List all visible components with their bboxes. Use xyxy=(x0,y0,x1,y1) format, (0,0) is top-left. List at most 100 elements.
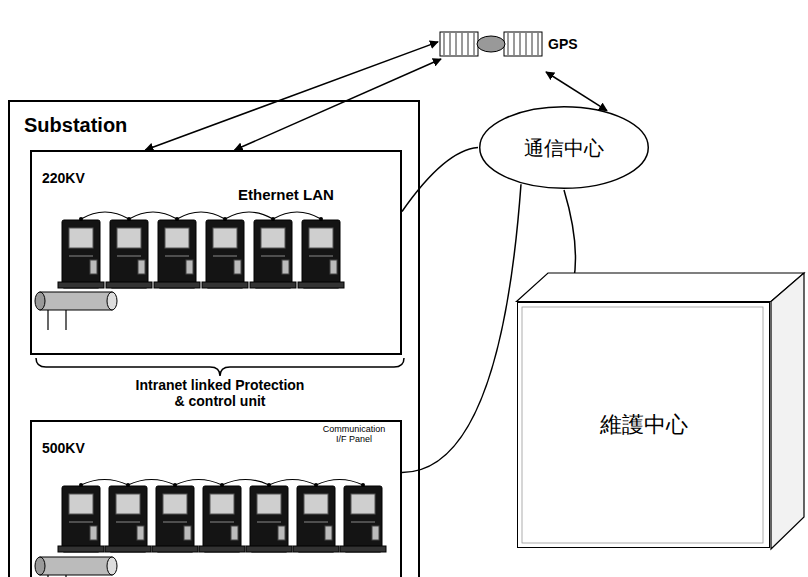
node-title: GPS xyxy=(548,36,578,52)
panel-base xyxy=(246,546,292,552)
lan-cable xyxy=(222,480,269,486)
panel-handle xyxy=(231,526,238,540)
panel-display xyxy=(69,228,93,248)
panel-display xyxy=(165,228,189,248)
panel-base xyxy=(58,282,104,288)
panel-handle xyxy=(90,260,97,274)
lan-cable xyxy=(128,480,175,486)
panel-trim xyxy=(116,522,140,523)
panel-trim xyxy=(165,256,189,257)
node-title: 500KV xyxy=(42,440,85,456)
lan-cable xyxy=(81,212,129,219)
panel-display xyxy=(261,228,285,248)
panel-display xyxy=(69,494,93,514)
relay-panel xyxy=(156,486,194,552)
panel-handle xyxy=(184,526,191,540)
panel-display xyxy=(117,228,141,248)
panel-handle xyxy=(234,260,241,274)
relay-panel xyxy=(109,486,147,552)
link-arrow xyxy=(235,59,441,150)
lan-cable xyxy=(81,480,128,486)
busbar-500 xyxy=(35,557,117,577)
panel-trim xyxy=(69,522,93,523)
panel-trim xyxy=(210,522,234,523)
panel-display xyxy=(351,494,375,514)
substation-box: Substation 220KV Ethernet LAN 500KV xyxy=(8,100,420,577)
panel-base xyxy=(106,282,152,288)
panel-base xyxy=(202,282,248,288)
panel-base xyxy=(154,282,200,288)
panel-trim xyxy=(163,522,187,523)
panel-handle xyxy=(278,526,285,540)
group-bracket xyxy=(36,358,404,376)
link-arrow xyxy=(546,72,607,111)
panel-handle xyxy=(325,526,332,540)
panel-base xyxy=(199,546,245,552)
panel-handle xyxy=(90,526,97,540)
panel-handle xyxy=(186,260,193,274)
relay-panel xyxy=(250,486,288,552)
center-cube: 維護中心 xyxy=(517,302,770,548)
lan-cable xyxy=(129,212,177,219)
panel-display xyxy=(116,494,140,514)
panel-display xyxy=(257,494,281,514)
link-line xyxy=(402,148,478,212)
panel-trim xyxy=(213,256,237,257)
lan-cable xyxy=(316,480,363,486)
node-title: 220KV xyxy=(42,170,85,186)
panel-display xyxy=(213,228,237,248)
node-title: 維護中心 xyxy=(600,410,688,440)
voltage-level-box: 220KV Ethernet LAN xyxy=(30,150,402,355)
panel-base xyxy=(105,546,151,552)
panel-base xyxy=(298,282,344,288)
lan-cable xyxy=(269,480,316,486)
lan-port xyxy=(361,483,365,487)
relay-panel xyxy=(110,220,148,288)
panel-trim xyxy=(309,256,333,257)
relay-panel xyxy=(254,220,292,288)
panel-display xyxy=(304,494,328,514)
center-ellipse: 通信中心 xyxy=(478,105,650,190)
lan-cable xyxy=(177,212,225,219)
lan-port xyxy=(319,217,323,221)
panel-trim xyxy=(304,522,328,523)
node-title: Substation xyxy=(24,114,127,137)
lan-cable xyxy=(225,212,273,219)
panel-handle xyxy=(282,260,289,274)
panel-trim xyxy=(117,256,141,257)
panel-trim xyxy=(69,256,93,257)
relay-panels-220 xyxy=(58,212,344,288)
network-label: Ethernet LAN xyxy=(238,186,334,203)
panel-display xyxy=(210,494,234,514)
gps-satellite: GPS xyxy=(438,20,588,72)
relay-panel xyxy=(62,486,100,552)
node-title: 通信中心 xyxy=(524,134,604,161)
busbar-220 xyxy=(35,292,117,330)
panel-base xyxy=(58,546,104,552)
relay-panel xyxy=(158,220,196,288)
relay-panel xyxy=(62,220,100,288)
panel-base xyxy=(152,546,198,552)
panel-handle xyxy=(137,526,144,540)
relay-panel xyxy=(302,220,340,288)
panel-display xyxy=(163,494,187,514)
panel-handle xyxy=(330,260,337,274)
relay-panel xyxy=(344,486,382,552)
panel-base xyxy=(293,546,339,552)
panel-handle xyxy=(138,260,145,274)
panel-base xyxy=(250,282,296,288)
lan-cable xyxy=(175,480,222,486)
panel-trim xyxy=(351,522,375,523)
panel-trim xyxy=(257,522,281,523)
panel-trim xyxy=(261,256,285,257)
panel-handle xyxy=(372,526,379,540)
relay-panel xyxy=(297,486,335,552)
panel-label: Communication I/F Panel xyxy=(318,424,390,445)
group-caption: Intranet linked Protection & control uni… xyxy=(130,377,310,409)
link-arrow xyxy=(145,42,438,150)
panel-display xyxy=(309,228,333,248)
relay-panel xyxy=(203,486,241,552)
relay-panels-500 xyxy=(58,480,386,553)
panel-base xyxy=(340,546,386,552)
